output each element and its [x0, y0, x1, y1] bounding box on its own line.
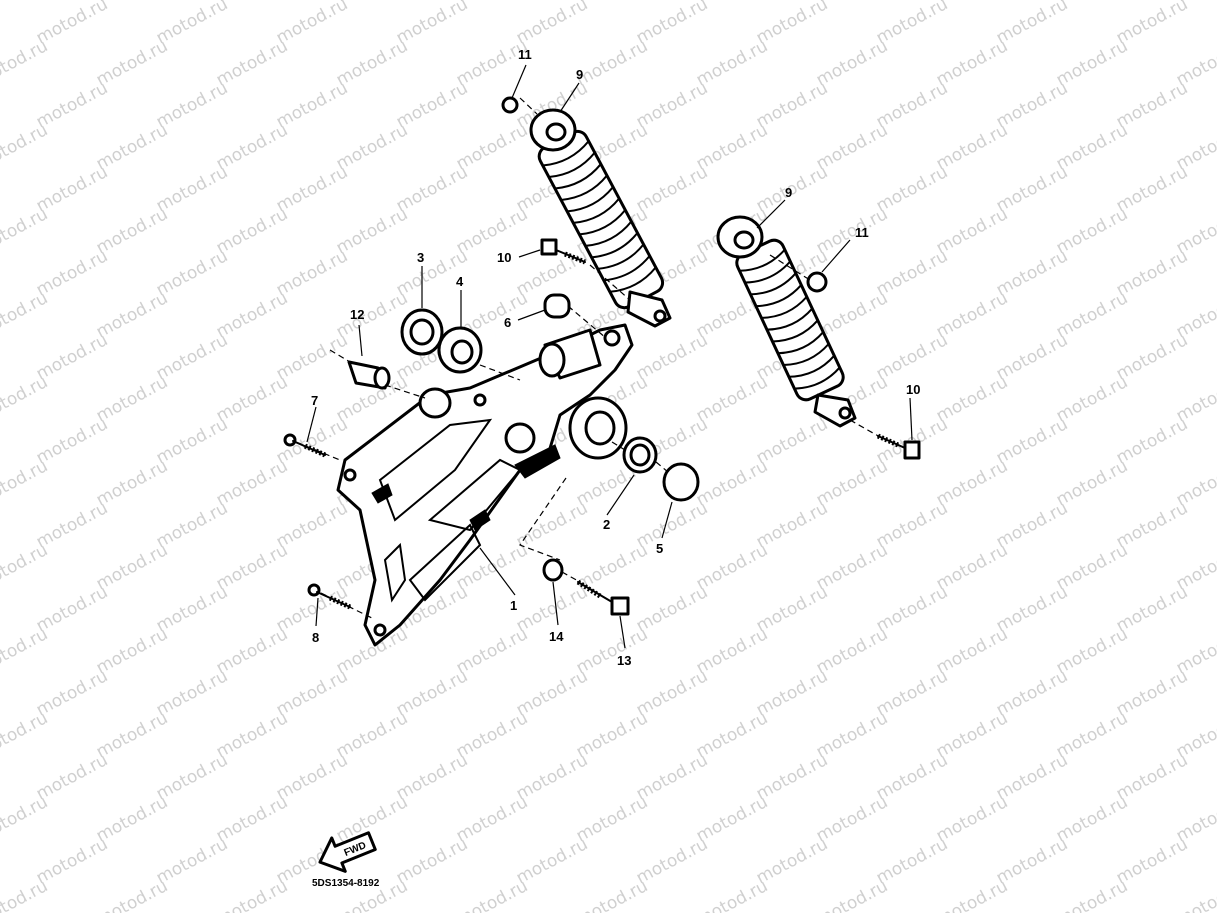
rear-arm-bracket [336, 323, 634, 647]
callout-11-left: 11 [518, 47, 532, 62]
part-5-cap [662, 462, 700, 502]
part-3-bearing [400, 308, 444, 356]
callout-4: 4 [456, 274, 464, 289]
callout-8: 8 [312, 630, 319, 645]
part-11-nut-left [501, 96, 519, 114]
callout-6: 6 [504, 315, 511, 330]
shock-absorber-left [529, 108, 672, 328]
callout-11-right: 11 [855, 225, 869, 240]
part-6-collar [543, 293, 571, 319]
callout-10-left: 10 [497, 250, 511, 265]
leader-lines [306, 64, 913, 649]
callout-5: 5 [656, 541, 663, 556]
assembly-lines [295, 97, 881, 619]
fwd-direction-arrow: FWD [318, 831, 377, 873]
diagram-part-code: 5DS1354-8192 [312, 878, 380, 889]
callout-9-right: 9 [785, 185, 792, 200]
callout-1: 1 [510, 598, 517, 613]
part-11-nut-right [806, 271, 828, 293]
callout-12: 12 [350, 307, 364, 322]
arrow-left-icon [318, 831, 377, 873]
callout-7: 7 [311, 393, 318, 408]
callout-3: 3 [417, 250, 424, 265]
part-2-bushing [622, 436, 658, 474]
part-14-washer [542, 558, 564, 582]
part-4-bearing [437, 326, 483, 374]
shock-absorber-right [716, 215, 857, 428]
part-10-bolt-right [876, 433, 921, 460]
part-12-collar [347, 360, 391, 390]
part-13-bolt [576, 579, 630, 616]
part-10-bolt-left [540, 238, 586, 265]
callout-labels: 1 2 3 4 5 6 7 8 9 9 10 10 11 11 12 13 14 [311, 47, 920, 668]
callout-14: 14 [549, 629, 564, 644]
callout-10-right: 10 [906, 382, 920, 397]
callout-9-left: 9 [576, 67, 583, 82]
callout-13: 13 [617, 653, 631, 668]
callout-2: 2 [603, 517, 610, 532]
